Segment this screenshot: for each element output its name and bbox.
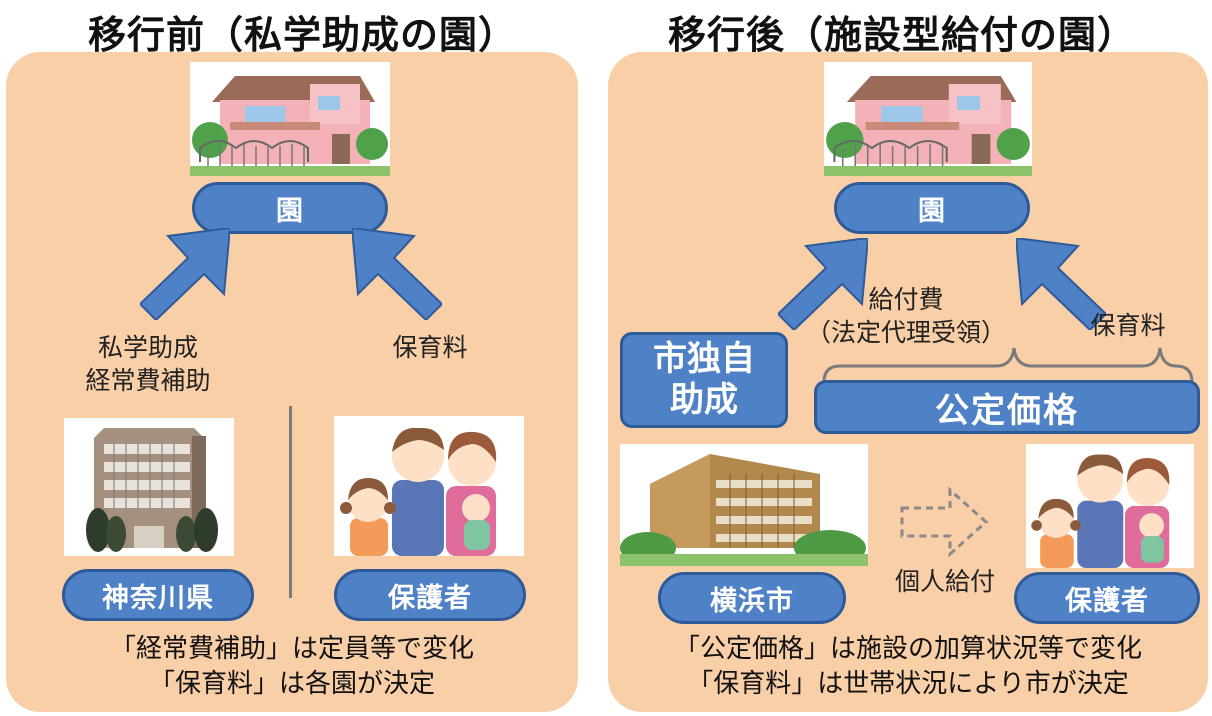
benefit-label-line2: （法定代理受領）: [805, 317, 1006, 347]
left-funding-label-line2: 経常費補助: [85, 365, 211, 395]
left-facility-pill: 園: [192, 182, 388, 234]
benefit-label: 給付費 （法定代理受領）: [788, 284, 1024, 349]
right-fee-label: 保育料: [1090, 311, 1166, 340]
left-family-illustration: [334, 416, 524, 556]
left-title: 移行前（私学助成の園）: [88, 13, 518, 57]
right-note: 「公定価格」は施設の加算状況等で変化 「保育料」は世帯状況により市が決定: [608, 632, 1208, 701]
right-arrow-up-left: [1016, 238, 1106, 330]
left-arrow-up-right: [140, 228, 230, 320]
left-note-line1: 「経常費補助」は定員等で変化: [109, 634, 474, 664]
left-fee-label: 保育料: [392, 333, 468, 362]
city-building-illustration: [620, 444, 868, 566]
city-pill: 横浜市: [658, 572, 846, 624]
official-price-box: 公定価格: [814, 380, 1200, 434]
right-title: 移行後（施設型給付の園）: [668, 13, 1137, 57]
benefit-label-line1: 給付費: [868, 285, 944, 314]
individual-benefit-arrow: [900, 486, 989, 558]
city-subsidy-line2: 助成: [670, 380, 738, 420]
right-arrow-up-right: [778, 238, 868, 330]
left-funding-label-line1: 私学助成: [97, 333, 198, 362]
office-building-illustration: [64, 418, 234, 556]
left-funding-label: 私学助成 経常費補助: [58, 332, 238, 397]
right-note-line2: 「保育料」は世帯状況により市が決定: [687, 668, 1129, 699]
prefecture-pill: 神奈川県: [62, 569, 254, 621]
left-note-line2: 「保育料」は各園が決定: [148, 668, 435, 699]
city-subsidy-line1: 市独自: [653, 339, 755, 380]
left-divider: [289, 406, 292, 598]
left-note: 「経常費補助」は定員等で変化 「保育料」は各園が決定: [6, 632, 578, 701]
left-kindergarten-illustration: [190, 62, 390, 176]
right-facility-pill: 園: [834, 182, 1030, 234]
left-arrow-up-left: [352, 228, 442, 320]
right-family-illustration: [1026, 444, 1194, 568]
city-subsidy-box: 市独自 助成: [620, 332, 788, 428]
right-kindergarten-illustration: [824, 62, 1032, 176]
official-price-brace: [822, 347, 1194, 383]
individual-benefit-label: 個人給付: [894, 567, 995, 596]
left-guardian-pill: 保護者: [334, 569, 526, 621]
right-note-line1: 「公定価格」は施設の加算状況等で変化: [673, 634, 1142, 664]
right-guardian-pill: 保護者: [1014, 572, 1200, 624]
